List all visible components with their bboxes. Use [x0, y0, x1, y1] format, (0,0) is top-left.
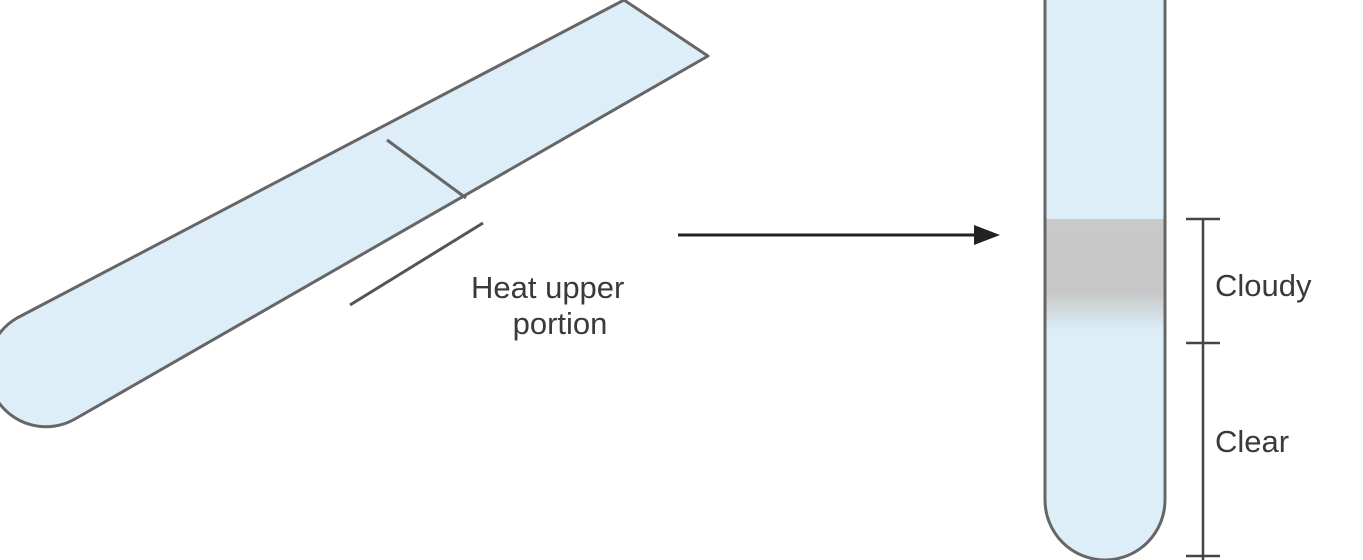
process-arrow — [678, 225, 1000, 245]
heat-label: Heat upper portion — [471, 270, 633, 341]
tilted-test-tube — [0, 0, 710, 429]
liquid-surface-line — [386, 138, 467, 200]
heat-label-line2: portion — [513, 306, 608, 341]
cloudy-band — [1045, 219, 1165, 331]
arrow-head-icon — [974, 225, 1000, 245]
heat-label-line1: Heat upper — [471, 270, 624, 305]
upright-tube-outline — [1043, 0, 1167, 560]
region-bracket — [1186, 217, 1220, 560]
heat-indicator-line — [349, 221, 484, 307]
clear-label: Clear — [1215, 424, 1289, 459]
tilted-tube-body — [0, 0, 710, 429]
cloudy-label: Cloudy — [1215, 268, 1312, 303]
upright-test-tube — [1043, 0, 1167, 560]
